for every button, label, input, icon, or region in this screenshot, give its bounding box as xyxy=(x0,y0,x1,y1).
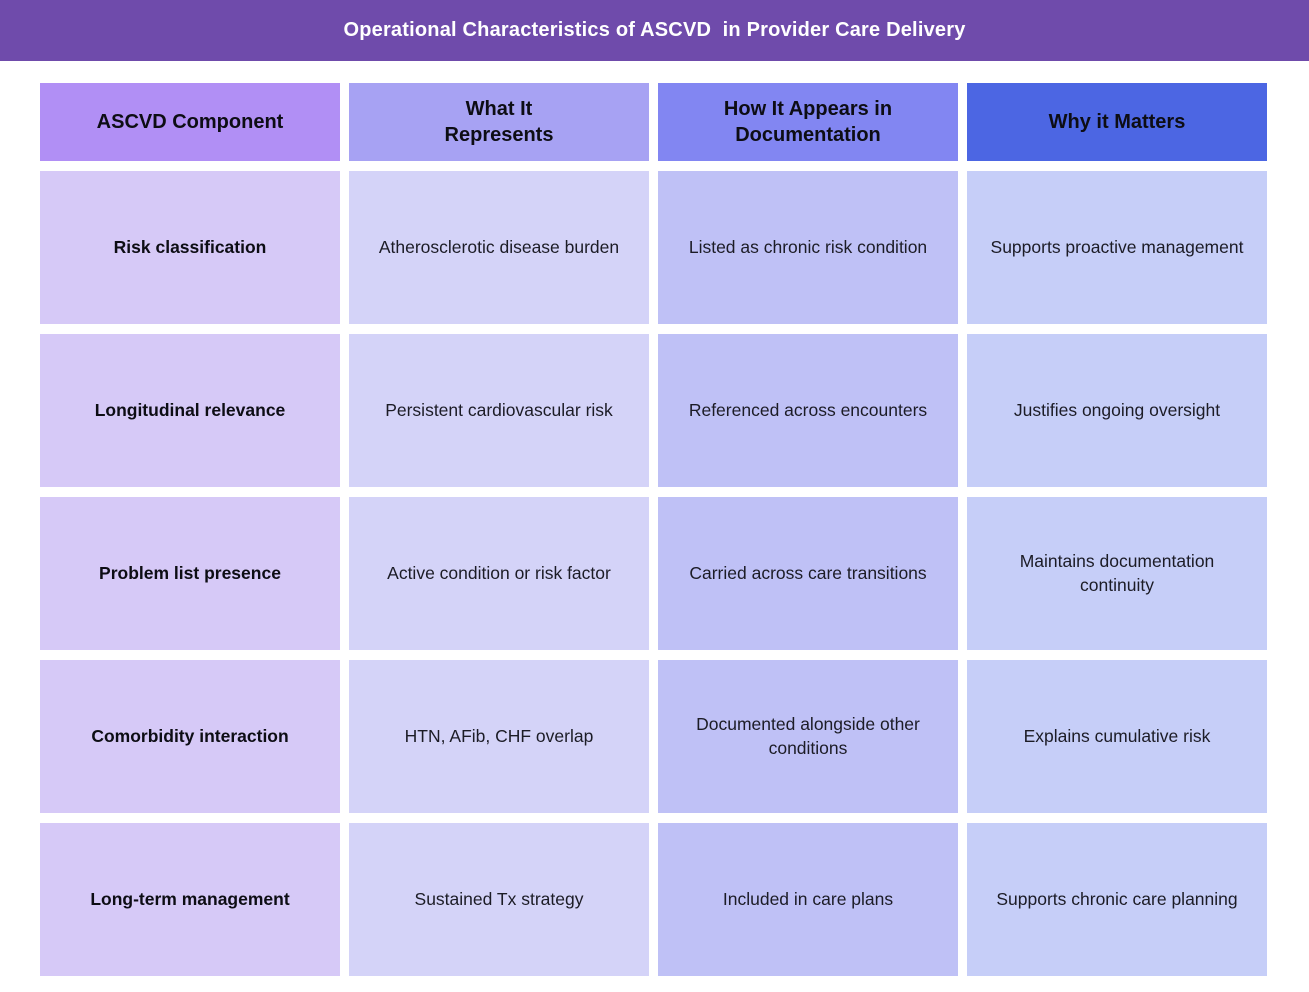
table-cell: Persistent cardiovascular risk xyxy=(349,334,649,487)
table-cell: Comorbidity interaction xyxy=(40,660,340,813)
table-cell: Referenced across encounters xyxy=(658,334,958,487)
table-cell: Explains cumulative risk xyxy=(967,660,1267,813)
table-cell: Active condition or risk factor xyxy=(349,497,649,650)
table-cell: Supports proactive management xyxy=(967,171,1267,324)
table-cell: Longitudinal relevance xyxy=(40,334,340,487)
table-cell: Documented alongside other conditions xyxy=(658,660,958,813)
table-cell: Carried across care transitions xyxy=(658,497,958,650)
table-cell: Supports chronic care planning xyxy=(967,823,1267,976)
page-title: Operational Characteristics of ASCVD in … xyxy=(343,19,966,41)
table-cell: Long-term management xyxy=(40,823,340,976)
table-cell: Listed as chronic risk condition xyxy=(658,171,958,324)
ascvd-table: ASCVD Component What It Represents How I… xyxy=(40,83,1267,976)
title-banner: Operational Characteristics of ASCVD in … xyxy=(0,0,1309,61)
table-cell: Risk classification xyxy=(40,171,340,324)
table-cell: Sustained Tx strategy xyxy=(349,823,649,976)
column-header-how-it-appears: How It Appears in Documentation xyxy=(658,83,958,161)
table-cell: Included in care plans xyxy=(658,823,958,976)
table-cell: Atherosclerotic disease burden xyxy=(349,171,649,324)
table-cell: HTN, AFib, CHF overlap xyxy=(349,660,649,813)
table-cell: Maintains documentation continuity xyxy=(967,497,1267,650)
table-cell: Problem list presence xyxy=(40,497,340,650)
table-cell: Justifies ongoing oversight xyxy=(967,334,1267,487)
column-header-what-it-represents: What It Represents xyxy=(349,83,649,161)
column-header-why-it-matters: Why it Matters xyxy=(967,83,1267,161)
column-header-ascvd-component: ASCVD Component xyxy=(40,83,340,161)
